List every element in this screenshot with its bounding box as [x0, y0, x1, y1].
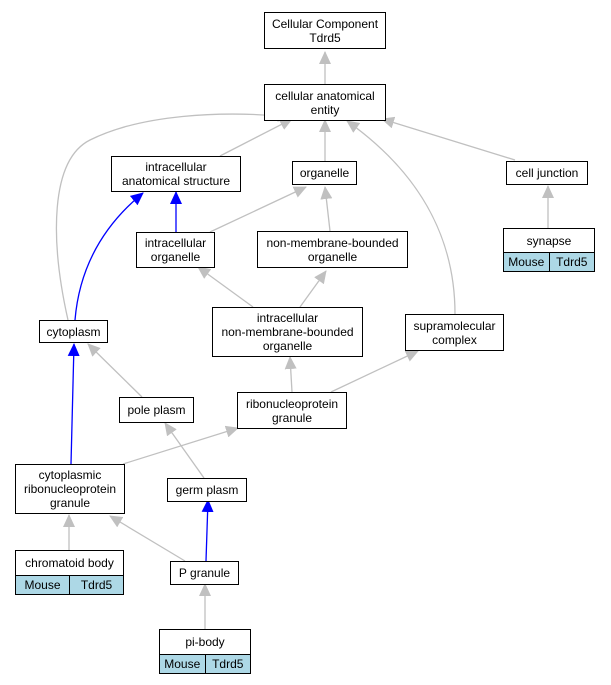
- node-label: germ plasm: [175, 483, 239, 497]
- node-label: cytoplasm: [46, 324, 101, 339]
- edge-nmbo-organelle: [320, 186, 333, 232]
- node-label: non-membrane-bounded organelle: [266, 235, 399, 264]
- edge-ias-cae: [219, 118, 293, 157]
- node-cell-junction[interactable]: cell junction: [506, 161, 588, 185]
- gene-cell: Tdrd5: [69, 575, 123, 594]
- node-non-membrane-bounded-organelle[interactable]: non-membrane-bounded organelle: [257, 231, 408, 268]
- edge-inmbo-nmbo: [299, 270, 327, 308]
- node-label: chromatoid body: [25, 556, 114, 570]
- node-label: P granule: [178, 566, 231, 580]
- edge-poleplasm-cytoplasm: [87, 343, 143, 398]
- node-germ-plasm[interactable]: germ plasm: [167, 478, 247, 502]
- edge-introrg-organelle: [209, 186, 307, 233]
- edge-pgranule-germplasm: [201, 499, 214, 562]
- edge-germplasm-poleplasm: [164, 422, 205, 479]
- node-chromatoid-body[interactable]: chromatoid body Mouse Tdrd5: [15, 550, 124, 595]
- node-label: synapse: [526, 233, 572, 248]
- node-label: cytoplasmic ribonucleoprotein granule: [23, 468, 117, 510]
- gene-cell: Tdrd5: [204, 654, 250, 673]
- node-pi-body[interactable]: pi-body Mouse Tdrd5: [159, 629, 251, 674]
- node-label: cellular anatomical entity: [275, 88, 375, 117]
- node-intracellular-organelle[interactable]: intracellular organelle: [136, 232, 215, 268]
- node-label: intracellular non-membrane-bounded organ…: [221, 311, 354, 353]
- edge-pgranule-cytornp: [109, 515, 186, 562]
- node-label: Cellular Component Tdrd5: [271, 16, 379, 45]
- node-pole-plasm[interactable]: pole plasm: [119, 397, 194, 423]
- edge-cytoplasm-ias: [74, 192, 144, 321]
- node-label: organelle: [299, 166, 350, 180]
- edge-supra-cae: [346, 120, 456, 315]
- gene-cell: Tdrd5: [548, 252, 594, 271]
- node-label: cell junction: [515, 166, 579, 180]
- node-cytoplasmic-rnp-granule[interactable]: cytoplasmic ribonucleoprotein granule: [15, 464, 125, 514]
- edge-cytoplasm-cae: [55, 109, 291, 321]
- edge-rnp-inmbo: [284, 356, 297, 393]
- node-p-granule[interactable]: P granule: [170, 561, 239, 585]
- node-label: ribonucleoprotein granule: [245, 396, 339, 425]
- species-cell: Mouse: [16, 575, 69, 594]
- node-label: intracellular organelle: [144, 236, 207, 264]
- node-label: pi-body: [185, 635, 225, 649]
- node-cellular-component-root[interactable]: Cellular Component Tdrd5: [264, 12, 386, 49]
- node-supramolecular-complex[interactable]: supramolecular complex: [405, 314, 504, 351]
- node-cellular-anatomical-entity[interactable]: cellular anatomical entity: [264, 84, 386, 121]
- node-synapse[interactable]: synapse Mouse Tdrd5: [503, 228, 595, 272]
- node-intracellular-nmb-organelle[interactable]: intracellular non-membrane-bounded organ…: [212, 307, 363, 357]
- node-label: intracellular anatomical structure: [121, 160, 231, 188]
- species-cell: Mouse: [160, 654, 205, 673]
- edge-cytornp-rnp: [122, 425, 239, 465]
- node-label: supramolecular complex: [413, 318, 496, 347]
- node-organelle[interactable]: organelle: [292, 161, 357, 185]
- edge-inmbo-introrg: [197, 266, 254, 308]
- edge-rnp-supra: [330, 350, 419, 393]
- node-ribonucleoprotein-granule[interactable]: ribonucleoprotein granule: [237, 392, 347, 429]
- node-intracellular-anatomical-structure[interactable]: intracellular anatomical structure: [111, 156, 241, 192]
- node-label: pole plasm: [127, 403, 186, 417]
- edge-celljunction-cae: [381, 116, 516, 161]
- node-cytoplasm[interactable]: cytoplasm: [39, 320, 108, 343]
- species-cell: Mouse: [504, 252, 549, 271]
- edge-cytornp-cytoplasm: [67, 343, 80, 465]
